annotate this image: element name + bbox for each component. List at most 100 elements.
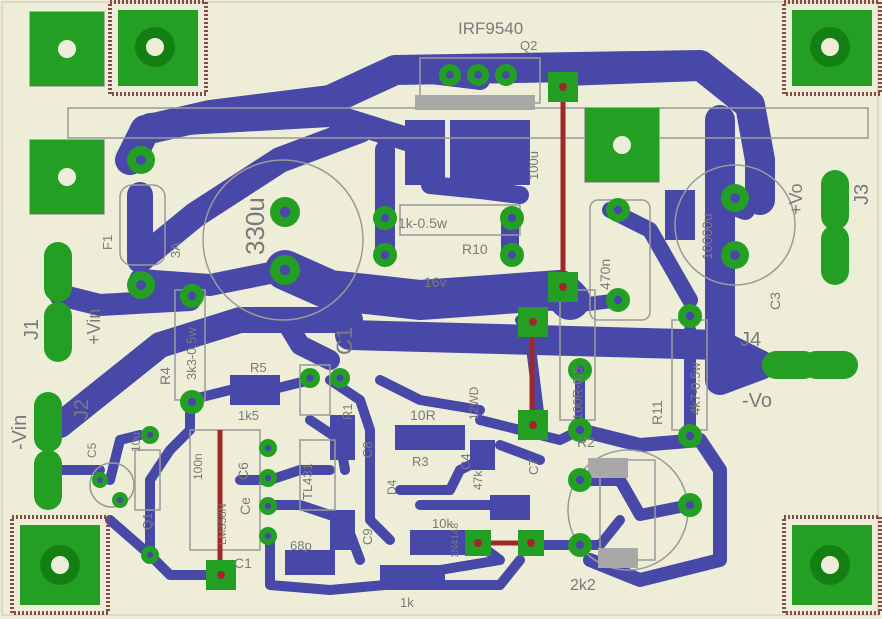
pad-drill	[187, 291, 197, 301]
mount-hole-top-left	[108, 0, 208, 96]
label-330u: 330u	[240, 197, 270, 255]
pad-drill	[279, 264, 291, 276]
pad-drill	[264, 502, 272, 510]
mount-hole-bottom-right	[782, 515, 882, 615]
label-12wd: 12WD	[467, 386, 481, 420]
label-tl431: TL431	[300, 463, 315, 500]
label-irf9540: IRF9540	[458, 19, 523, 38]
pad-drill	[136, 155, 146, 165]
label-ce: Ce	[237, 497, 253, 515]
label-j3: J3	[851, 184, 873, 205]
pad-drill	[507, 213, 517, 223]
smd-bodies	[415, 95, 638, 568]
round-pads	[34, 64, 858, 564]
label-r4: R4	[157, 367, 173, 385]
label-100r: 100R-0.5	[570, 367, 585, 420]
label-10000u: 10000u	[699, 213, 715, 260]
pad-drill	[117, 497, 123, 503]
pad-drill	[685, 500, 695, 510]
pad-drill	[575, 425, 585, 435]
label-j2: J2	[71, 399, 93, 420]
pad-drill	[730, 250, 740, 260]
label-68p: 68p	[290, 538, 312, 553]
smd-pads	[230, 120, 695, 590]
label-2k2: 2k2	[570, 577, 596, 594]
label-q2: Q2	[520, 38, 537, 53]
label-r1: R1	[340, 403, 355, 420]
label-c1-big: C1	[332, 327, 357, 355]
label-lm358: LM358N	[217, 503, 229, 545]
pad-drill	[264, 532, 272, 540]
label-100n: 100n	[191, 453, 205, 480]
label-j4: J4	[740, 329, 761, 351]
pad-oval-connector	[802, 351, 858, 379]
label-r3: R3	[412, 454, 429, 469]
pad-drill	[146, 431, 154, 439]
mount-hole-bottom-left	[10, 515, 110, 615]
label-c6: C6	[235, 462, 251, 480]
pad-oval-connector	[44, 302, 72, 362]
label-1k5: 1k5	[238, 408, 259, 423]
pad-drill	[613, 295, 623, 305]
pad-drill	[575, 365, 585, 375]
pad-drill	[97, 477, 103, 483]
mounting-holes	[10, 0, 882, 615]
label-470n: 470n	[597, 259, 613, 290]
pad-drill	[730, 193, 740, 203]
pad-drill	[380, 250, 390, 260]
pad-drill	[685, 431, 695, 441]
label-1n4148: 1N4148	[450, 523, 461, 558]
label-10k: 10k	[432, 516, 453, 531]
pad-drill	[613, 205, 623, 215]
label-r5: R5	[250, 360, 267, 375]
pad-oval-connector	[821, 170, 849, 230]
pad-oval-connector	[34, 450, 62, 510]
pad-drill	[502, 71, 510, 79]
label-4k7: 4k7-0.5w	[688, 362, 703, 415]
label-c3: C3	[767, 292, 783, 310]
label-j1: J1	[21, 319, 43, 340]
label-f1: F1	[100, 235, 115, 250]
pad-drill	[380, 213, 390, 223]
jumper-drills	[217, 83, 567, 579]
label-1k-05w: 1k-0.5w	[398, 215, 448, 231]
label-r11: R11	[649, 400, 665, 425]
label-r10: R10	[462, 241, 488, 257]
pad-oval-connector	[34, 392, 62, 452]
label-c9: C9	[360, 528, 375, 545]
pad-drill	[336, 374, 344, 382]
label-nvo: -Vo	[742, 390, 772, 412]
label-c4: C4	[458, 453, 473, 470]
label-1k: 1k	[400, 595, 414, 610]
label-q1: Q1	[140, 513, 155, 530]
label-u-c1: C1	[234, 555, 252, 571]
pad-drill	[187, 397, 197, 407]
label-r2: R2	[577, 434, 595, 450]
label-nvin: -Vin	[9, 415, 31, 450]
label-10u: 10u	[129, 432, 143, 452]
label-47k: 47k	[471, 470, 485, 490]
pad-drill	[146, 551, 154, 559]
label-pvin: +Vin	[84, 309, 104, 345]
pad-drill	[507, 250, 517, 260]
label-3a: 3A	[168, 242, 183, 258]
pad-drill	[575, 475, 585, 485]
pad-drill	[685, 311, 695, 321]
label-10r: 10R	[410, 407, 436, 423]
pad-drill	[264, 474, 272, 482]
label-16v: 16v	[424, 274, 447, 290]
pad-drill	[446, 71, 454, 79]
label-100u: 100u	[526, 151, 541, 180]
silk-labels: IRF9540 Q2 F1 3A 330u C1 1k-0.5w R10 16v…	[9, 19, 873, 610]
pad-drill	[136, 280, 146, 290]
label-c7: C7	[526, 458, 541, 475]
label-pvo: +Vo	[786, 183, 806, 215]
jumper-pads	[206, 72, 578, 590]
pad-drill	[264, 444, 272, 452]
pad-drill	[279, 206, 291, 218]
label-3k3: 3k3-0.5w	[184, 327, 199, 380]
pad-drill	[575, 540, 585, 550]
square-pads	[30, 12, 659, 214]
